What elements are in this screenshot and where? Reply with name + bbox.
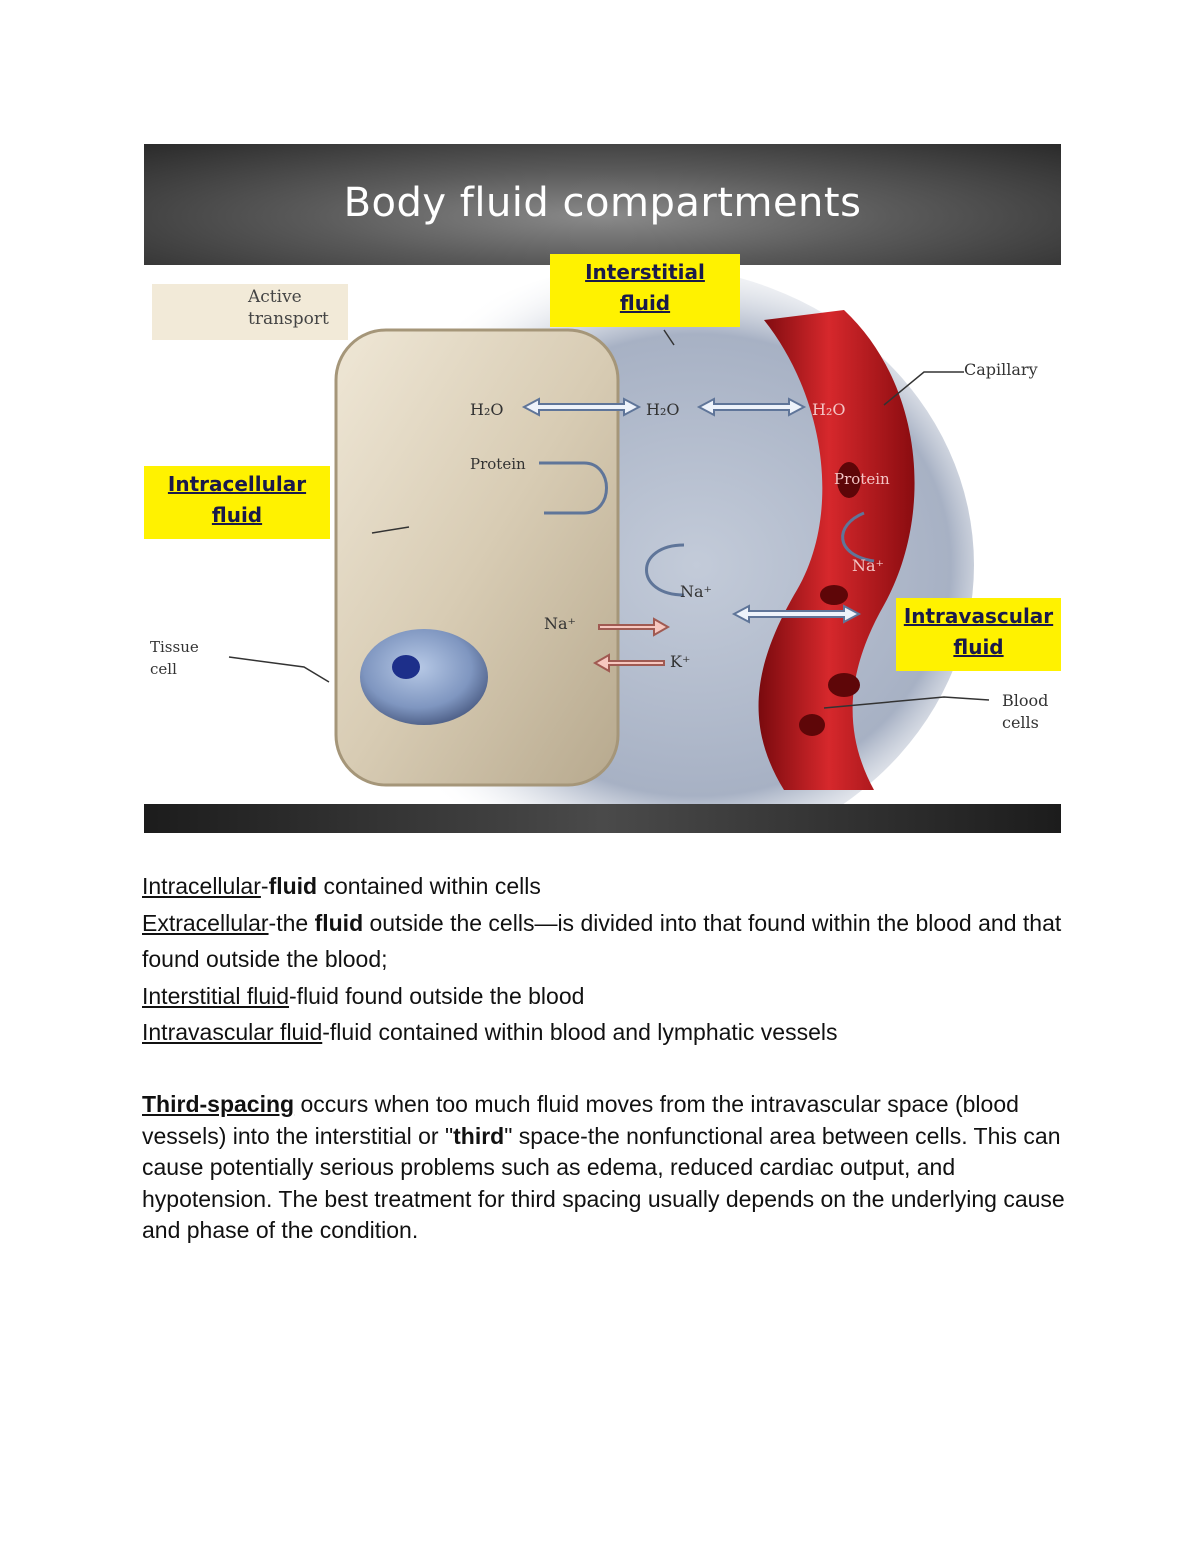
blood-cells-label-1: Blood [1002, 691, 1049, 710]
definition-interstitial: Interstitial fluid-fluid found outside t… [142, 982, 585, 1009]
legend-box [152, 284, 348, 340]
k-label: K⁺ [670, 652, 691, 671]
na-label-cell: Na⁺ [544, 614, 576, 633]
label-intracellular-fluid: Intracellular fluid [144, 466, 330, 539]
third-spacing-term: Third-spacing [142, 1091, 295, 1117]
body-fluid-figure: Body fluid compartments [144, 144, 1061, 833]
label-interstitial-fluid: Interstitial fluid [550, 254, 740, 327]
blood-cells-label-2: cells [1002, 713, 1039, 732]
legend-label: Active transport [248, 287, 329, 329]
capillary-label: Capillary [964, 360, 1038, 379]
tissue-cell-shape [334, 328, 620, 787]
figure-header: Body fluid compartments [144, 144, 1061, 265]
h2o-label-vessel: H₂O [812, 400, 846, 419]
third-spacing-paragraph: Third-spacing occurs when too much fluid… [142, 1091, 1065, 1244]
figure-footer-bar [144, 804, 1061, 833]
definition-extracellular: Extracellular-the fluid outside the cell… [142, 909, 1062, 973]
h2o-label-interstitial: H₂O [646, 400, 680, 419]
label-intravascular-fluid: Intravascular fluid [896, 598, 1061, 671]
tissue-cell-label-2: cell [150, 660, 177, 678]
capillary-shape [758, 310, 915, 790]
diagram-illustration [161, 265, 990, 804]
definitions-block: Intracellular-fluid contained within cel… [142, 868, 1082, 1051]
protein-label-cell: Protein [470, 455, 526, 473]
definition-intracellular: Intracellular-fluid contained within cel… [142, 873, 541, 899]
nucleus-shape [360, 629, 488, 725]
nucleolus-shape [392, 655, 420, 679]
definition-intravascular: Intravascular fluid-fluid contained with… [142, 1019, 838, 1045]
na-label-interstitial: Na⁺ [680, 582, 712, 601]
h2o-label-cell: H₂O [470, 400, 504, 419]
na-label-vessel: Na⁺ [852, 556, 884, 575]
tissue-cell-label-1: Tissue [150, 638, 199, 656]
protein-label-vessel: Protein [834, 470, 890, 488]
figure-title: Body fluid compartments [343, 180, 862, 226]
